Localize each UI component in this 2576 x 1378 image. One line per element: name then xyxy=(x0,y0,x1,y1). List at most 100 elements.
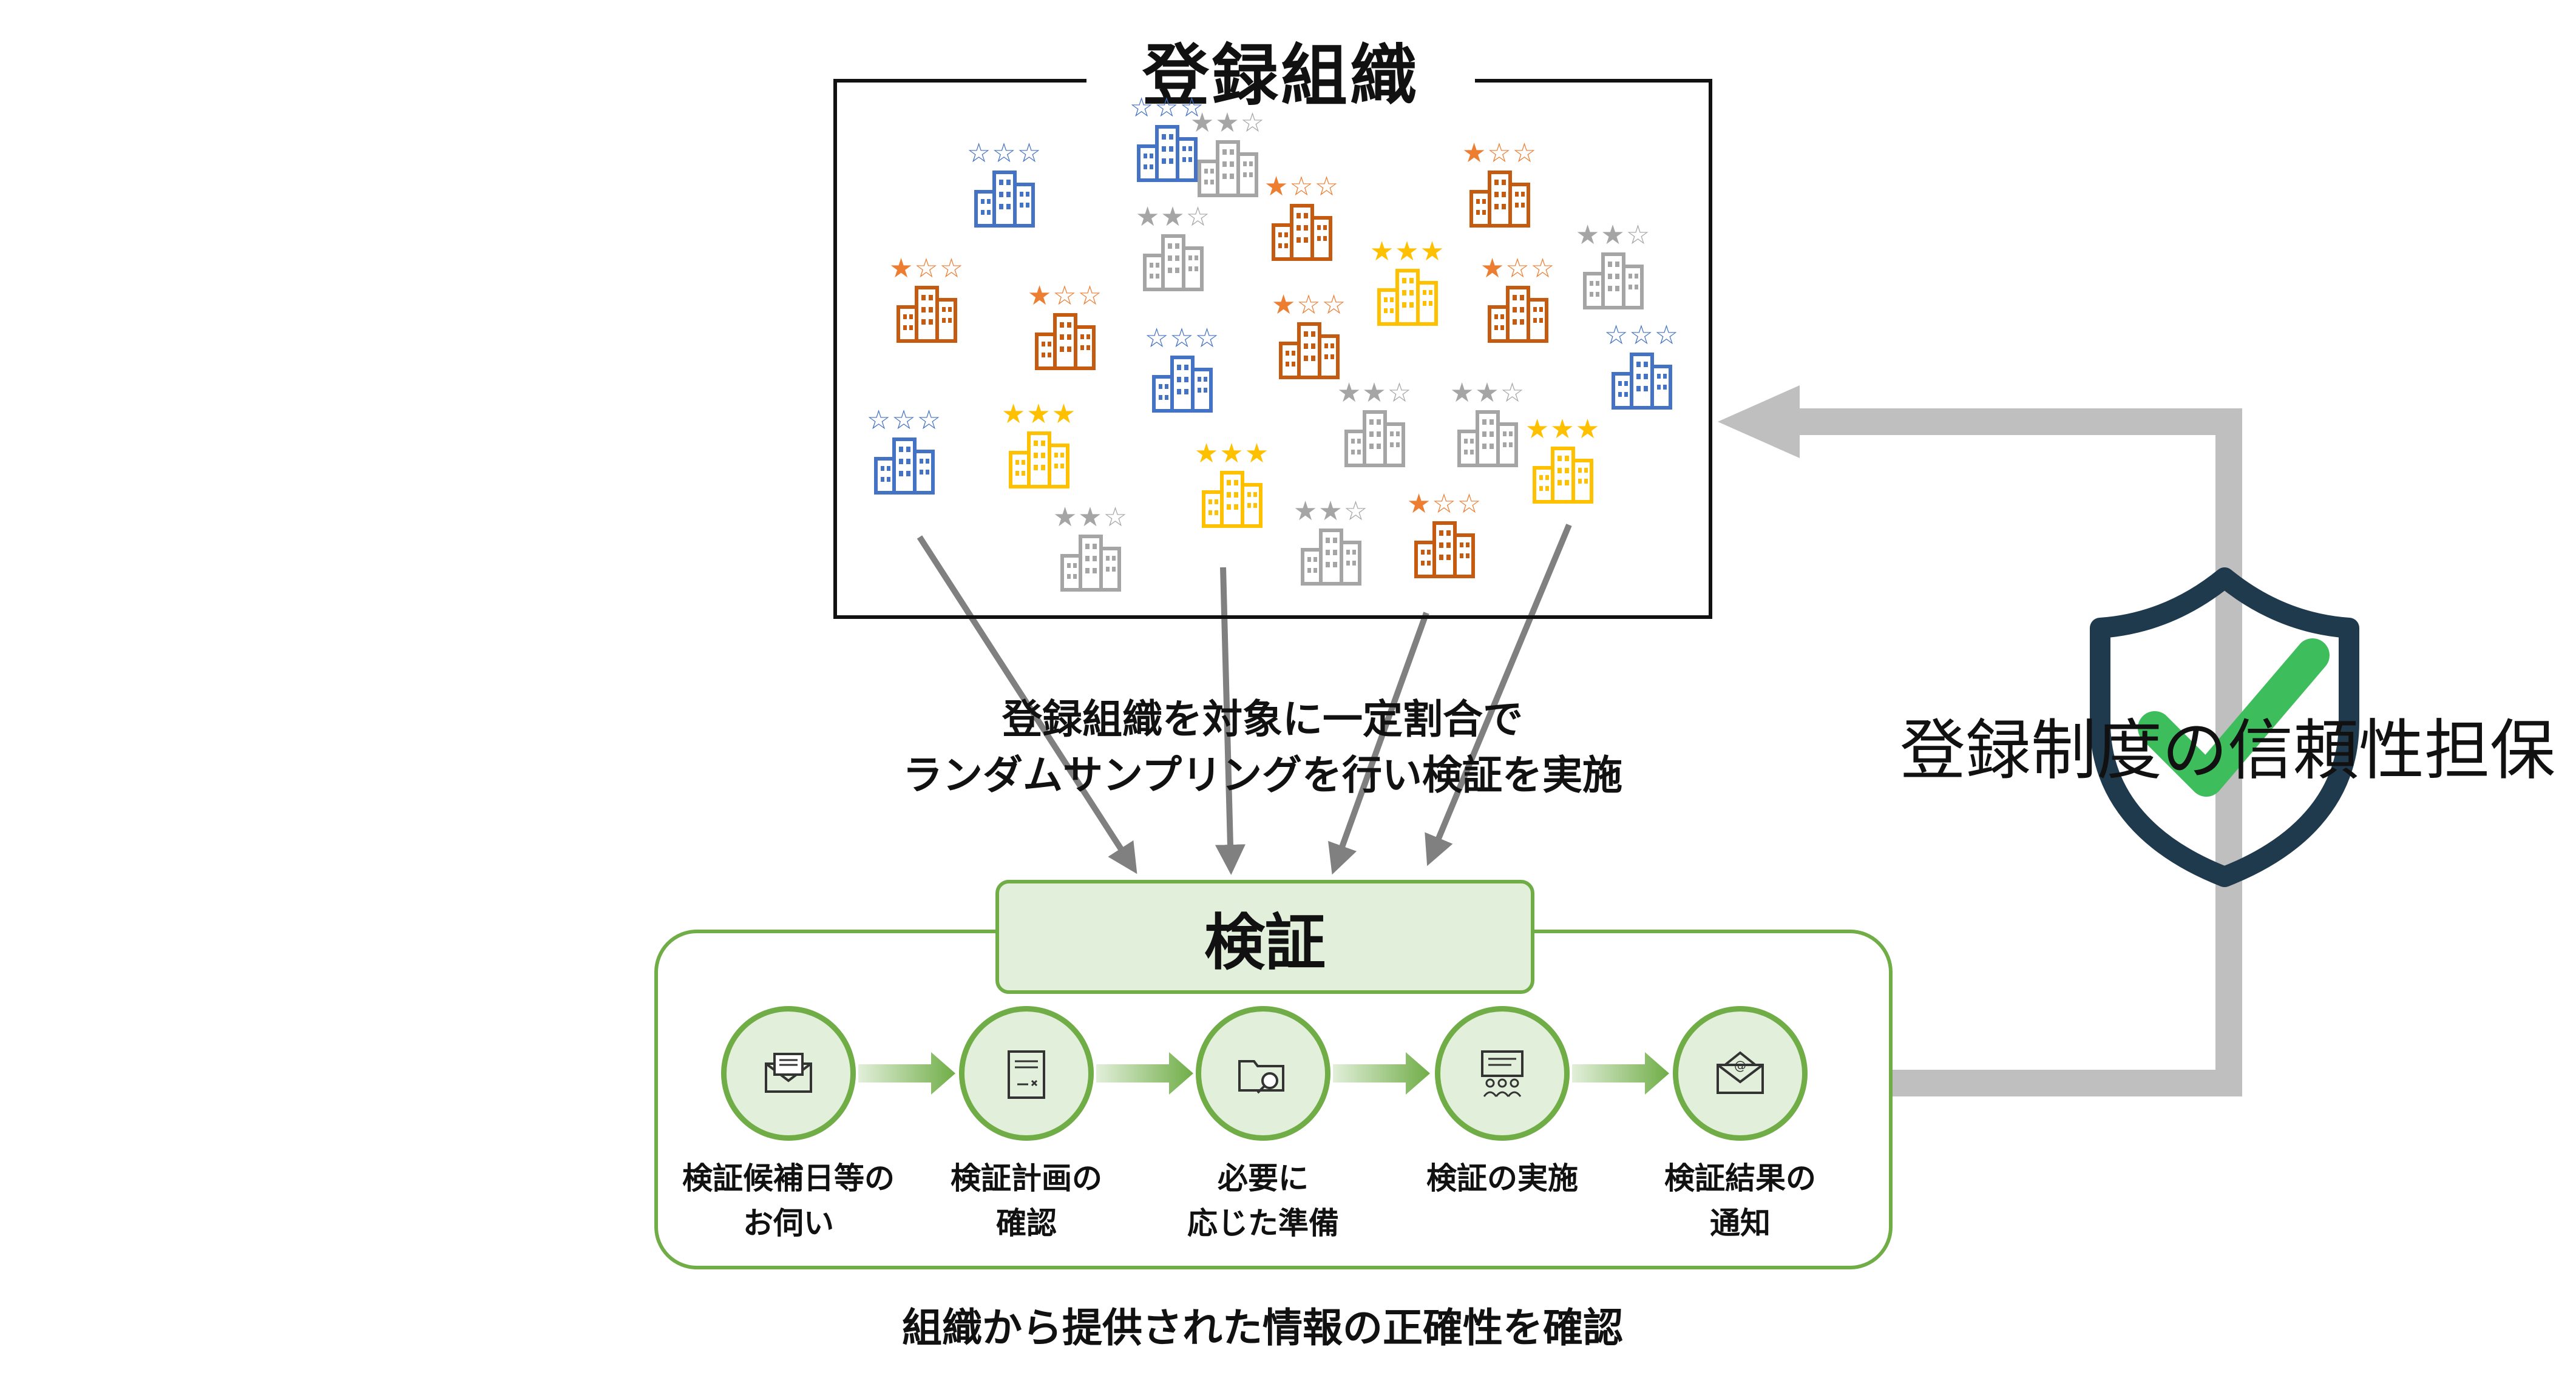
step-label-line1: 検証計画の xyxy=(951,1161,1102,1196)
rating-stars: ☆☆☆ xyxy=(966,138,1043,169)
organization-building-18: ★★★ xyxy=(1187,440,1278,529)
email-notification-icon: @ xyxy=(1717,1051,1764,1094)
organization-building-12: ☆☆☆ xyxy=(1137,325,1228,413)
building-icon xyxy=(1457,410,1518,467)
contract-document-icon xyxy=(1008,1050,1045,1099)
organization-building-22: ★★☆ xyxy=(1286,498,1377,586)
sampling-line-1: 登録組織を対象に一定割合で xyxy=(1002,696,1523,743)
building-icon xyxy=(1202,471,1263,528)
organization-building-16: ★★★ xyxy=(994,400,1085,489)
rating-stars: ★★☆ xyxy=(1293,496,1369,527)
building-icon xyxy=(1612,353,1672,410)
step-label-line2: 確認 xyxy=(996,1206,1057,1241)
sampling-line-2: ランダムサンプリングを行い検証を実施 xyxy=(902,752,1623,799)
building-icon xyxy=(1469,171,1530,228)
rating-stars: ★☆☆ xyxy=(1406,488,1483,519)
organization-building-10: ★★☆ xyxy=(1568,221,1659,310)
building-icon xyxy=(1272,204,1332,261)
organization-building-2: ☆☆☆ xyxy=(1122,94,1213,183)
organization-building-3: ★★☆ xyxy=(1182,109,1273,198)
rating-stars: ★☆☆ xyxy=(1271,289,1347,320)
svg-text:@: @ xyxy=(1734,1058,1746,1073)
rating-stars: ★★★ xyxy=(1001,399,1077,430)
folder-search-icon xyxy=(1238,1060,1284,1094)
shield-check-icon xyxy=(2090,567,2359,887)
building-icon xyxy=(1143,234,1204,291)
verification-title: 検証 xyxy=(995,880,1534,994)
rating-stars: ★★★ xyxy=(1194,438,1270,469)
accuracy-confirmation-caption: 組織から提供された情報の正確性を確認 xyxy=(902,1305,1623,1351)
verification-step-label: 検証計画の確認 xyxy=(899,1156,1154,1246)
verification-step-4 xyxy=(1435,1006,1570,1141)
rating-stars: ★★★ xyxy=(1525,414,1601,445)
verification-step-3 xyxy=(1196,1006,1330,1141)
building-icon xyxy=(1488,286,1548,343)
building-icon xyxy=(1377,269,1438,326)
verification-step-label: 検証結果の通知 xyxy=(1613,1156,1868,1246)
building-icon xyxy=(1137,125,1198,182)
step-label-line1: 検証の実施 xyxy=(1426,1161,1578,1196)
sampling-arrow xyxy=(1328,612,1429,875)
flow-arrow xyxy=(1096,1052,1193,1095)
trust-assurance-label: 登録制度の信頼性担保 xyxy=(1899,713,2555,789)
rating-stars: ☆☆☆ xyxy=(1129,92,1205,123)
building-icon xyxy=(1198,140,1258,197)
building-icon xyxy=(1152,356,1213,413)
organization-building-6: ★☆☆ xyxy=(1454,140,1545,228)
organization-building-19: ★★☆ xyxy=(1442,379,1533,468)
organization-building-20: ★★★ xyxy=(1517,416,1608,504)
building-icon xyxy=(974,171,1035,228)
flow-arrow xyxy=(1333,1052,1430,1095)
organization-building-9: ★☆☆ xyxy=(1473,255,1564,343)
feedback-loop-arrowhead xyxy=(1718,385,1800,458)
rating-stars: ★★☆ xyxy=(1337,377,1413,408)
rating-stars: ☆☆☆ xyxy=(1144,323,1221,354)
registered-organizations-title: 登録組織 xyxy=(1086,18,1475,121)
sampling-arrow xyxy=(1425,524,1572,866)
verification-step-label: 必要に応じた準備 xyxy=(1136,1156,1391,1246)
rating-stars: ★☆☆ xyxy=(1462,138,1538,169)
verification-step-1 xyxy=(721,1006,856,1141)
step-label-line1: 検証結果の xyxy=(1664,1161,1816,1196)
organization-building-17: ★★☆ xyxy=(1329,379,1420,468)
rating-stars: ★☆☆ xyxy=(889,253,965,284)
building-icon xyxy=(1301,529,1361,586)
flow-arrow xyxy=(1572,1052,1669,1095)
organization-building-11: ★☆☆ xyxy=(1020,282,1111,371)
rating-stars: ★★☆ xyxy=(1449,377,1526,408)
step-label-line1: 検証候補日等の xyxy=(682,1161,895,1196)
building-icon xyxy=(1414,521,1475,578)
envelope-letter-icon xyxy=(765,1053,812,1093)
organization-building-23: ★☆☆ xyxy=(1399,490,1490,579)
organization-building-15: ☆☆☆ xyxy=(859,407,950,495)
step-label-line1: 必要に xyxy=(1218,1161,1309,1196)
rating-stars: ★☆☆ xyxy=(1480,253,1556,284)
building-icon xyxy=(1009,431,1069,488)
step-label-line2: 応じた準備 xyxy=(1187,1206,1339,1241)
sampling-description: 登録組織を対象に一定割合で ランダムサンプリングを行い検証を実施 xyxy=(789,692,1736,803)
organization-building-8: ★★★ xyxy=(1362,238,1453,326)
rating-stars: ★★★ xyxy=(1369,236,1446,267)
rating-stars: ☆☆☆ xyxy=(1604,320,1680,351)
verification-step-5: @ xyxy=(1673,1006,1808,1141)
meeting-presentation-icon xyxy=(1481,1050,1524,1097)
verification-step-2 xyxy=(959,1006,1094,1141)
verification-step-label: 検証の実施 xyxy=(1375,1156,1630,1201)
sampling-arrow xyxy=(917,535,1137,874)
rating-stars: ★☆☆ xyxy=(1027,280,1103,311)
building-icon xyxy=(1533,447,1593,504)
organization-building-7: ★☆☆ xyxy=(881,255,972,343)
rating-stars: ★☆☆ xyxy=(1264,171,1340,202)
building-icon xyxy=(1035,313,1096,370)
verification-step-label: 検証候補日等のお伺い xyxy=(661,1156,916,1246)
organization-building-21: ★★☆ xyxy=(1045,504,1136,592)
organization-building-1: ☆☆☆ xyxy=(959,140,1050,228)
building-icon xyxy=(1344,410,1405,467)
rating-stars: ★★☆ xyxy=(1575,220,1652,251)
building-icon xyxy=(897,286,957,343)
building-icon xyxy=(1279,322,1340,379)
organization-building-4: ★☆☆ xyxy=(1256,173,1347,262)
organization-building-13: ★☆☆ xyxy=(1264,291,1355,380)
building-icon xyxy=(1060,535,1121,592)
building-icon xyxy=(874,437,935,495)
